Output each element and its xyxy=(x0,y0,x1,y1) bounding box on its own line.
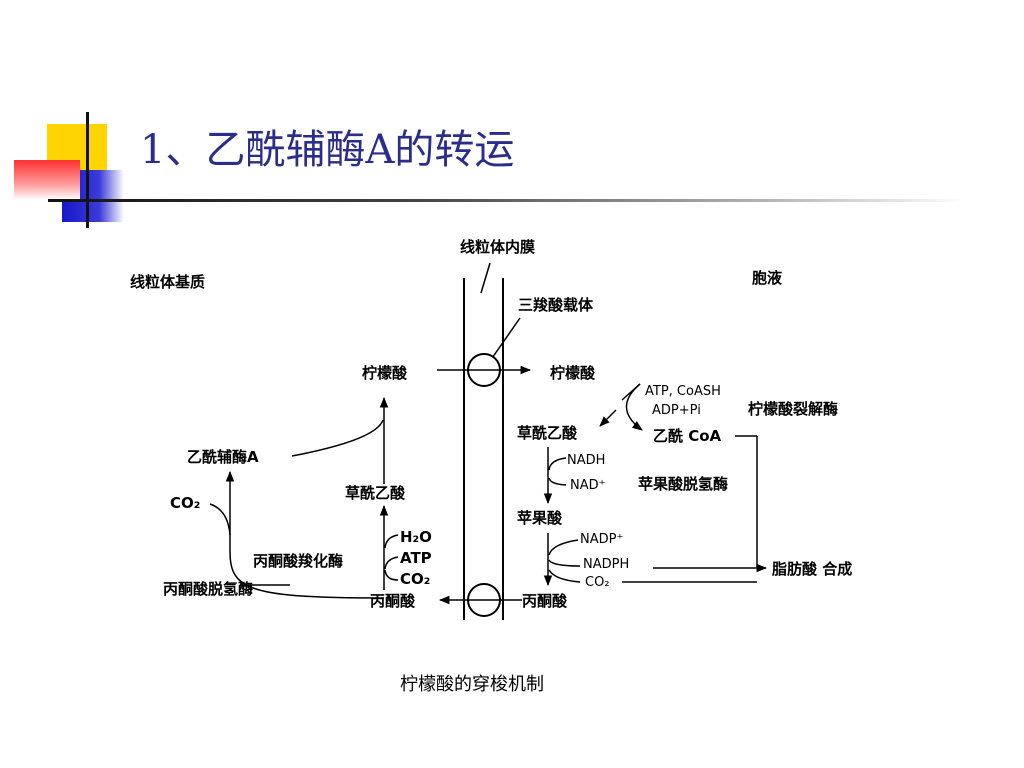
membrane-pointer xyxy=(480,262,491,294)
carrier-pointer xyxy=(489,317,521,362)
decor-title-underline xyxy=(48,199,968,202)
cytosol-co2: CO₂ xyxy=(585,575,610,590)
matrix-acetyl-coa: 乙酰辅酶A xyxy=(187,448,259,466)
cytosol-oxaloacetate: 草酰乙酸 xyxy=(517,424,578,442)
slide-caption: 柠檬酸的穿梭机制 xyxy=(400,674,544,695)
decor-red-square xyxy=(14,160,80,200)
cytosol-nadh: NADH xyxy=(567,453,605,468)
cytosol-nad: NAD⁺ xyxy=(570,478,606,493)
cytosol-adp-pi: ADP+Pi xyxy=(652,403,701,418)
pyruvate-dehydrogenase-label: 丙酮酸脱氢酶 xyxy=(163,580,253,598)
cytosol-citrate: 柠檬酸 xyxy=(550,364,596,382)
matrix-co2-left: CO₂ xyxy=(170,494,200,512)
malate-dehydrogenase-label: 苹果酸脱氢酶 xyxy=(638,475,728,493)
membrane-label: 线粒体内膜 xyxy=(460,238,535,256)
cytosol-nadp: NADP⁺ xyxy=(580,532,623,547)
inner-membrane xyxy=(463,278,504,620)
cytosol-atp-coash: ATP, CoASH xyxy=(645,384,721,399)
matrix-co2: CO₂ xyxy=(400,570,430,588)
matrix-arrows xyxy=(209,396,399,599)
cytosol-malate: 苹果酸 xyxy=(517,509,563,527)
cytosol-acetyl-coa: 乙酰 CoA xyxy=(653,427,722,445)
fatty-acid-synthesis-label: 脂肪酸 合成 xyxy=(772,560,852,578)
matrix-atp: ATP xyxy=(400,549,432,567)
cytosol-arrows xyxy=(543,383,768,587)
matrix-pyruvate: 丙酮酸 xyxy=(370,592,416,610)
matrix-h2o: H₂O xyxy=(400,528,432,546)
carrier-label: 三羧酸载体 xyxy=(518,296,594,314)
cytosol-label: 胞液 xyxy=(751,269,783,287)
citrate-lyase-label: 柠檬酸裂解酶 xyxy=(748,400,838,418)
matrix-oxaloacetate: 草酰乙酸 xyxy=(345,484,406,502)
cytosol-nadph: NADPH xyxy=(583,557,629,572)
matrix-citrate: 柠檬酸 xyxy=(362,364,408,382)
cytosol-pyruvate: 丙酮酸 xyxy=(522,592,568,610)
matrix-label: 线粒体基质 xyxy=(130,273,205,291)
decor-vertical-line xyxy=(86,112,89,228)
slide-title: 1、乙酰辅酶A的转运 xyxy=(140,127,515,173)
pyruvate-carboxylase-label: 丙酮酸羧化酶 xyxy=(253,552,343,570)
